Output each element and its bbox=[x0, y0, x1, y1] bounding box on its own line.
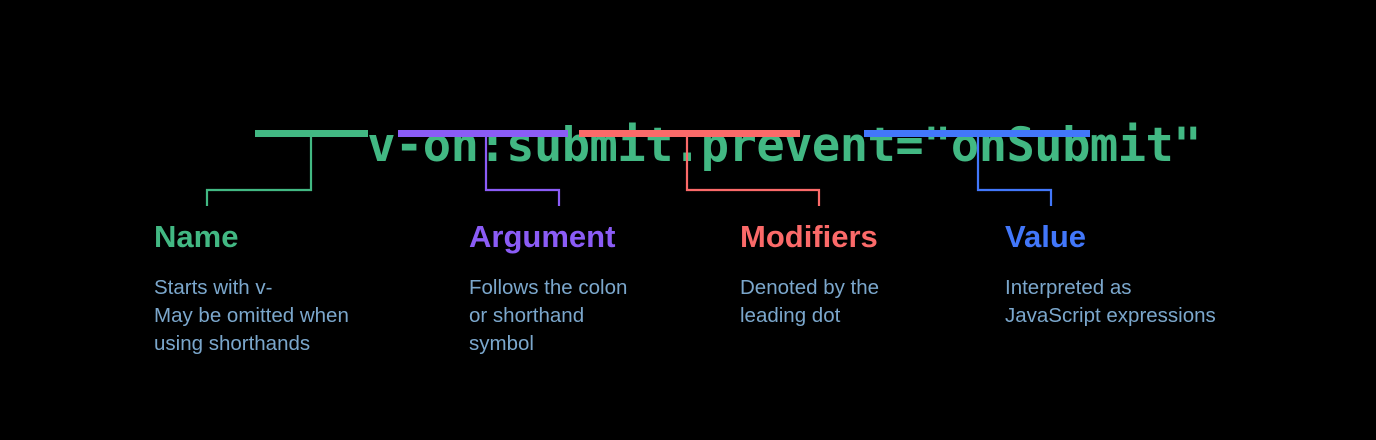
code-segment-equals-quote: =" bbox=[895, 118, 951, 173]
part-title-argument: Argument bbox=[469, 219, 616, 254]
underline-bar-argument bbox=[398, 130, 568, 137]
part-description-name: Starts with v- May be omitted when using… bbox=[154, 276, 349, 355]
part-group-name: Name Starts with v- May be omitted when … bbox=[154, 218, 349, 358]
code-segment-argument: :submit bbox=[478, 118, 673, 173]
underline-bar-name bbox=[255, 130, 368, 137]
code-segment-modifiers: .prevent bbox=[672, 118, 896, 173]
part-description-modifiers: Denoted by the leading dot bbox=[740, 276, 880, 327]
part-description-value: Interpreted as JavaScript expressions bbox=[1005, 276, 1216, 327]
part-group-argument: Argument Follows the colon or shorthand … bbox=[469, 218, 627, 358]
part-group-modifiers: Modifiers Denoted by the leading dot bbox=[740, 218, 879, 330]
part-description-argument: Follows the colon or shorthand symbol bbox=[469, 276, 628, 355]
part-title-value: Value bbox=[1005, 219, 1086, 254]
code-segment-value: onSubmit bbox=[950, 118, 1174, 173]
code-expression: v-on:submit.prevent="onSubmit" bbox=[256, 62, 1201, 230]
code-segment-name: v-on bbox=[367, 118, 479, 173]
part-title-modifiers: Modifiers bbox=[740, 219, 878, 254]
part-title-name: Name bbox=[154, 219, 239, 254]
underline-bar-modifiers bbox=[579, 130, 800, 137]
part-group-value: Value Interpreted as JavaScript expressi… bbox=[1005, 218, 1216, 330]
code-segment-closing-quote: " bbox=[1173, 118, 1202, 173]
underline-bar-value bbox=[864, 130, 1090, 137]
